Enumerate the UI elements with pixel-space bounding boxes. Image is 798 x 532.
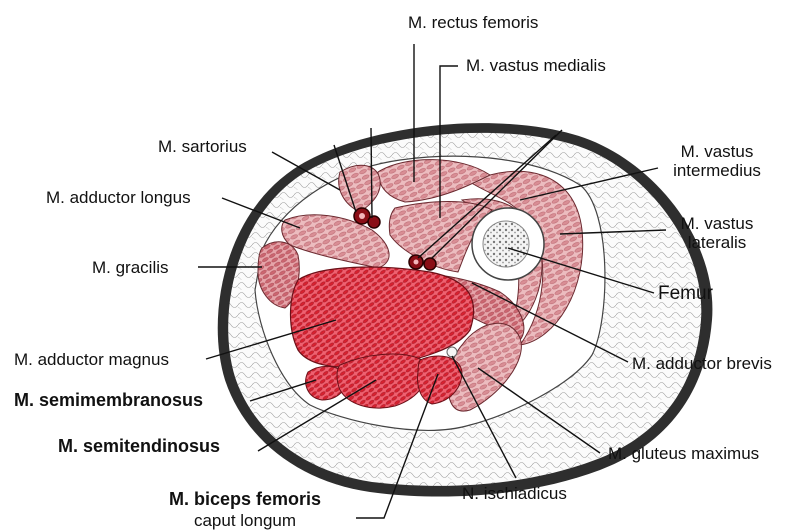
label-vastus-lateralis-line1: M. vastus bbox=[662, 214, 772, 233]
label-biceps-femoris: M. biceps femoris bbox=[150, 490, 340, 509]
label-vastus-medialis: M. vastus medialis bbox=[466, 56, 606, 75]
femur-marrow bbox=[483, 221, 529, 267]
label-vastus-intermedius: M. vastus intermedius bbox=[662, 142, 772, 180]
label-vastus-lateralis-line2: lateralis bbox=[662, 233, 772, 252]
label-vastus-lateralis: M. vastus lateralis bbox=[662, 214, 772, 252]
label-rectus-femoris: M. rectus femoris bbox=[408, 13, 538, 32]
sciatic-nerve bbox=[447, 347, 457, 357]
label-adductor-brevis: M. adductor brevis bbox=[632, 354, 772, 373]
label-femur: Femur bbox=[658, 284, 713, 303]
label-semimembranosus: M. semimembranosus bbox=[14, 391, 203, 410]
label-vastus-intermedius-line2: intermedius bbox=[662, 161, 772, 180]
label-semitendinosus: M. semitendinosus bbox=[58, 437, 220, 456]
label-adductor-magnus: M. adductor magnus bbox=[14, 350, 169, 369]
vessel-femoral-vein bbox=[368, 216, 380, 228]
label-vastus-intermedius-line1: M. vastus bbox=[662, 142, 772, 161]
leader-sartorius-3 bbox=[371, 128, 372, 218]
label-gluteus-maximus: M. gluteus maximus bbox=[608, 444, 759, 463]
label-ischiadicus: N. ischiadicus bbox=[462, 484, 567, 503]
label-sartorius: M. sartorius bbox=[158, 137, 247, 156]
label-adductor-longus: M. adductor longus bbox=[46, 188, 191, 207]
label-caput-longum: caput longum bbox=[150, 511, 340, 530]
vessel-profunda-2 bbox=[424, 258, 436, 270]
label-gracilis: M. gracilis bbox=[92, 258, 169, 277]
